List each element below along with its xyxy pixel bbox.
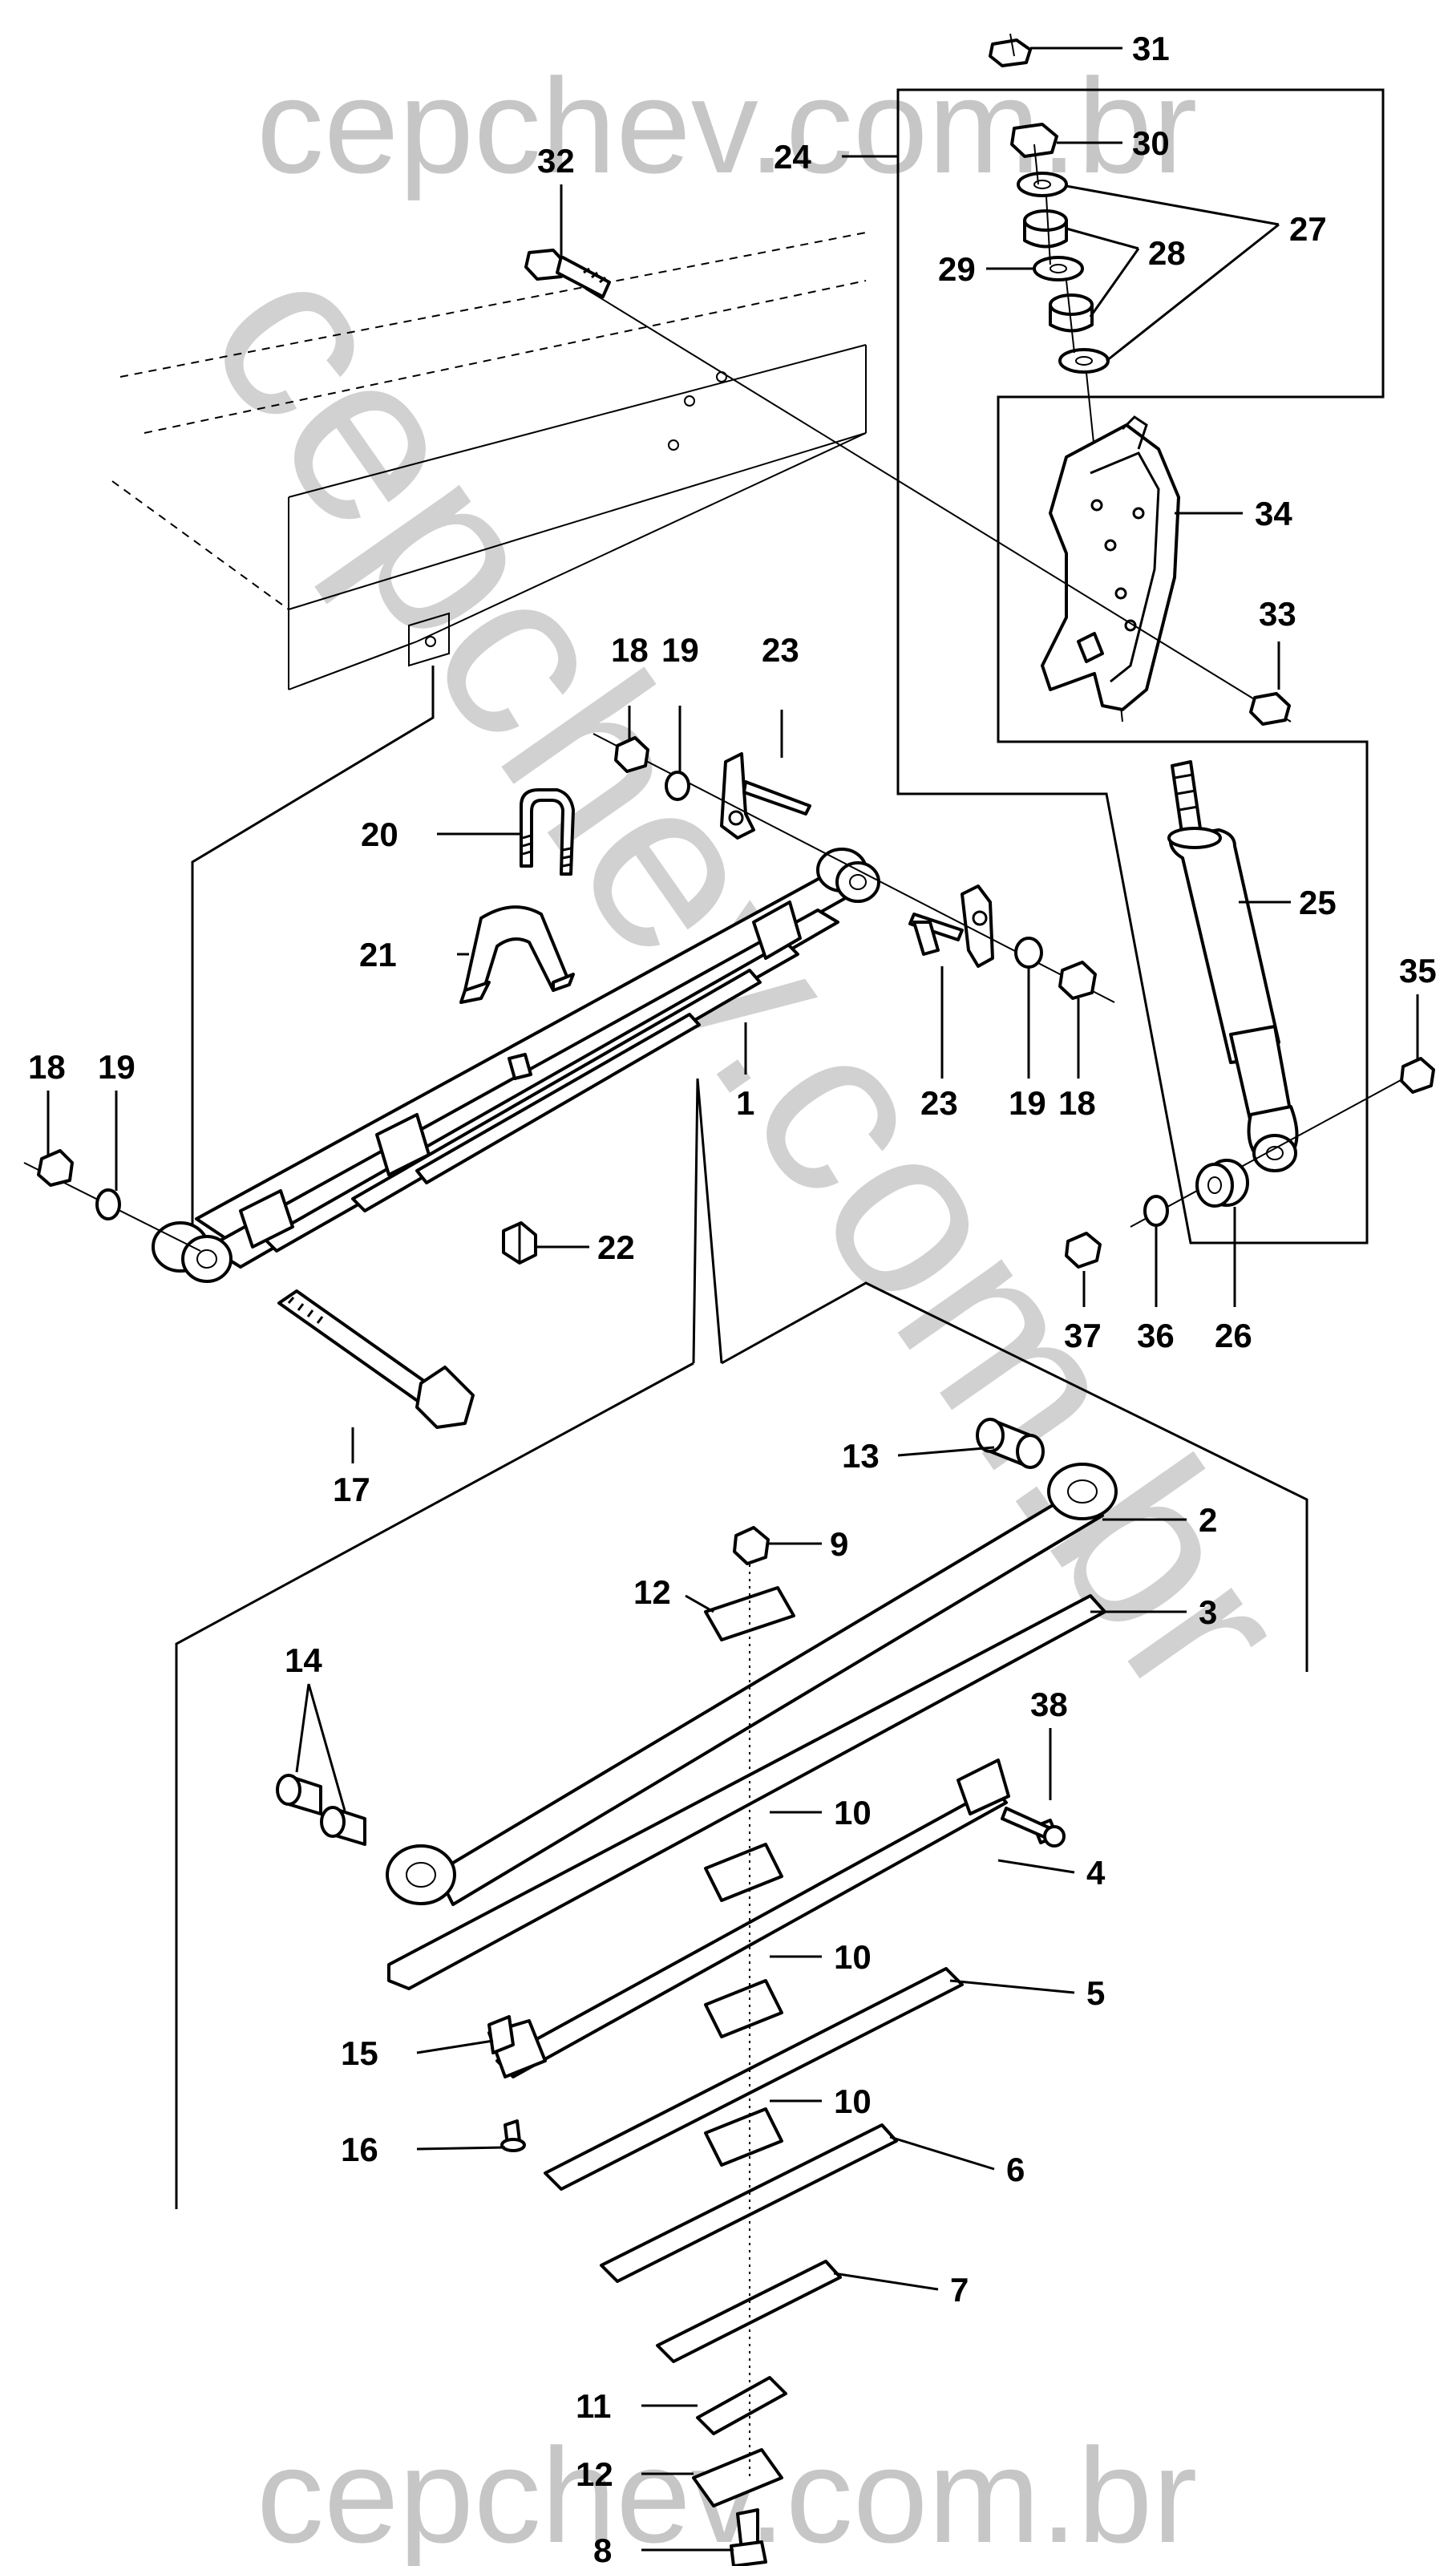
callout-7: 7: [950, 2271, 969, 2309]
nut-9: [733, 1526, 770, 1565]
callout-30: 30: [1132, 124, 1170, 162]
center-bolt-8: [730, 2508, 767, 2566]
callout-20: 20: [361, 816, 398, 853]
callout-14: 14: [285, 1641, 322, 1679]
callout-34: 34: [1255, 495, 1292, 532]
shock-lower-bushing: [1195, 1159, 1249, 1208]
bushing-13: [976, 1418, 1045, 1469]
liner-11: [696, 2376, 787, 2435]
clip-15: [487, 2015, 515, 2054]
leaf-3: [387, 1594, 1106, 1990]
nut-33: [1249, 692, 1291, 726]
callout-5: 5: [1086, 1974, 1105, 2012]
callout-19-left: 19: [661, 631, 699, 669]
leaf-5: [544, 1967, 964, 2191]
liner-10-b: [704, 1979, 783, 2038]
callout-1: 1: [736, 1084, 754, 1122]
callout-13: 13: [842, 1437, 880, 1475]
bolt-38: [1001, 1807, 1066, 1848]
callout-18-right: 18: [1058, 1084, 1096, 1122]
callout-33: 33: [1259, 595, 1296, 633]
callout-16: 16: [341, 2131, 378, 2168]
u-bolt-nut: [502, 1221, 537, 1265]
spring-shackle-right: [908, 884, 994, 968]
callout-6: 6: [1006, 2151, 1025, 2188]
frame-to-spring-guide-line: [191, 666, 435, 1247]
callout-37: 37: [1064, 1317, 1102, 1354]
callout-10-a: 10: [834, 1794, 872, 1831]
callout-12-top: 12: [633, 1573, 671, 1611]
callout-23-left: 23: [762, 631, 799, 669]
leaf-spring-assembly: [152, 848, 880, 1283]
spring-saddle: [459, 905, 575, 1004]
callout-10-c: 10: [834, 2082, 872, 2120]
shock-mount-bracket: [1041, 415, 1180, 711]
vehicle-frame-rail: [111, 232, 867, 690]
detail-guide-lines: [692, 1078, 723, 1364]
nut-18-right: [1058, 961, 1097, 1000]
callout-24: 24: [774, 138, 811, 176]
callout-26: 26: [1215, 1317, 1252, 1354]
spring-shackle-left: [720, 752, 811, 840]
washer-19-left: [665, 771, 690, 801]
shock-absorber: [1167, 760, 1299, 1172]
callout-38: 38: [1030, 1686, 1068, 1723]
bolt-32-axis: [584, 288, 1292, 722]
callout-27: 27: [1289, 210, 1327, 248]
callout-8: 8: [593, 2532, 612, 2566]
callout-15: 15: [341, 2034, 378, 2072]
u-bolt: [520, 788, 575, 876]
shock-upper-hardware-stack: [989, 33, 1123, 722]
leaf-6: [600, 2123, 898, 2283]
washer-19-front: [95, 1188, 121, 1220]
callout-17: 17: [333, 1471, 370, 1508]
nut-18-front: [37, 1149, 74, 1187]
callout-31: 31: [1132, 30, 1170, 67]
frame-bolt-32: [524, 249, 611, 298]
callout-4: 4: [1086, 1854, 1106, 1892]
callout-18-front: 18: [28, 1048, 66, 1086]
callout-3: 3: [1199, 1593, 1217, 1631]
liner-12-top: [704, 1586, 795, 1641]
washer-36: [1143, 1195, 1169, 1227]
callout-10-b: 10: [834, 1938, 872, 1976]
callout-29: 29: [938, 250, 976, 288]
callout-36: 36: [1137, 1317, 1175, 1354]
main-leaf-2: [386, 1463, 1118, 1906]
shock-lower-axis: [1130, 1074, 1412, 1228]
callout-9: 9: [830, 1525, 848, 1563]
callout-11: 11: [576, 2387, 611, 2425]
washer-19-right: [1014, 937, 1043, 969]
callout-2: 2: [1199, 1501, 1217, 1539]
callout-23-right: 23: [920, 1084, 958, 1122]
callout-25: 25: [1299, 884, 1337, 921]
callout-12-bottom: 12: [576, 2455, 613, 2493]
callout-22: 22: [597, 1228, 635, 1266]
detail-box-left: [175, 1362, 694, 2209]
liner-10-c: [704, 2107, 783, 2167]
callout-28: 28: [1148, 234, 1186, 272]
rivet-16: [500, 2119, 526, 2152]
callout-21: 21: [359, 936, 397, 973]
callout-35: 35: [1399, 952, 1437, 990]
detail-box-right: [721, 1281, 1308, 1672]
nut-35: [1400, 1057, 1435, 1094]
nut-37: [1065, 1232, 1102, 1269]
leaf-7: [656, 2260, 842, 2363]
bushings-14: [276, 1774, 366, 1846]
liner-10-a: [704, 1843, 783, 1902]
liner-12-bottom: [692, 2448, 783, 2507]
callout-19-front: 19: [98, 1048, 135, 1086]
callout-labels: 31 30 24 32 27 28 29 34 33 18 19 23 20 2…: [28, 30, 1437, 2566]
upper-mount-kit-outline: [896, 88, 1385, 1245]
leader-lines: [47, 47, 1419, 2552]
callout-32: 32: [537, 142, 575, 180]
nut-18-left: [614, 736, 649, 773]
spring-front-pin: [277, 1289, 475, 1429]
callout-18-left: 18: [611, 631, 649, 669]
callout-19-right: 19: [1009, 1084, 1046, 1122]
